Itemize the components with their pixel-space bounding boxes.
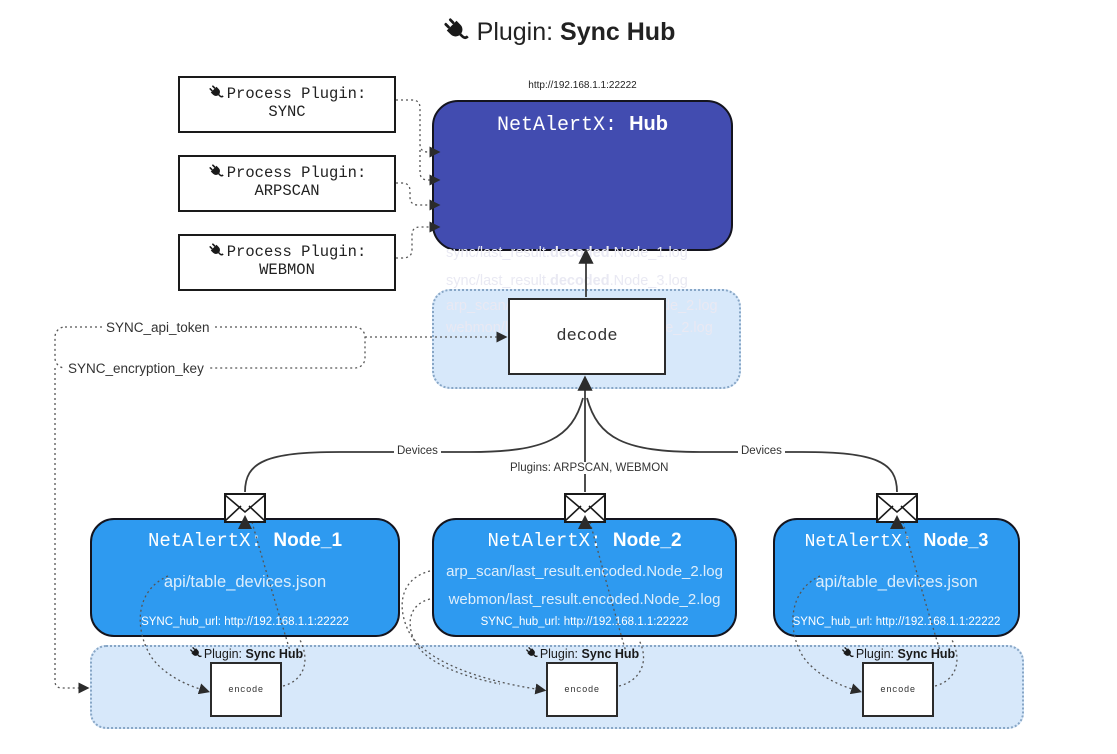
process-plugin-box-sync: Process Plugin: SYNC bbox=[178, 76, 396, 133]
hub-url-label: http://192.168.1.1:22222 bbox=[528, 80, 637, 91]
plug-icon bbox=[442, 16, 471, 45]
plug-icon bbox=[525, 646, 539, 660]
hub-title: NetAlertX: Hub bbox=[434, 113, 731, 137]
title-name: Sync Hub bbox=[560, 18, 676, 46]
decode-label: decode bbox=[556, 327, 618, 346]
node-hub-url: SYNC_hub_url: http://192.168.1.1:22222 bbox=[480, 616, 689, 628]
plug-icon bbox=[208, 242, 225, 259]
encode-plugin-label-2: Plugin: Sync Hub bbox=[507, 646, 657, 661]
node-file-line: arp_scan/last_result.encoded.Node_2.log bbox=[446, 563, 723, 580]
decode-box: decode bbox=[508, 298, 666, 375]
node-file-line: webmon/last_result.encoded.Node_2.log bbox=[448, 591, 721, 608]
encode-plugin-label-1: Plugin: Sync Hub bbox=[171, 646, 321, 661]
hub-log-line: sync/last_result.decoded.Node_3.log bbox=[446, 273, 688, 289]
plug-icon bbox=[189, 646, 203, 660]
hub-name-prefix: NetAlertX: bbox=[497, 114, 618, 137]
hub-box: NetAlertX: Hub sync/last_result.decoded.… bbox=[432, 100, 733, 336]
plug-icon bbox=[208, 84, 225, 101]
sync-api-token-label: SYNC_api_token bbox=[102, 320, 214, 335]
node-hub-url: SYNC_hub_url: http://192.168.1.1:22222 bbox=[792, 616, 1001, 628]
encode-box-3: encode bbox=[862, 662, 934, 717]
node3-box: NetAlertX: Node_3 api/table_devices.json… bbox=[773, 518, 1020, 637]
node-file-line: api/table_devices.json bbox=[815, 573, 978, 591]
page-title: Plugin: Sync Hub bbox=[0, 16, 1117, 47]
devices-edge-label-right: Devices bbox=[738, 445, 785, 457]
plug-icon bbox=[208, 163, 225, 180]
title-prefix: Plugin: bbox=[476, 18, 554, 46]
process-plugin-name: SYNC bbox=[268, 103, 306, 121]
sync-to-hub-line1 bbox=[396, 99, 441, 158]
node-title: NetAlertX: Node_3 bbox=[804, 530, 989, 552]
process-plugin-box-arpscan: Process Plugin: ARPSCAN bbox=[178, 155, 396, 212]
encode-box-2: encode bbox=[546, 662, 618, 717]
node1-box: NetAlertX: Node_1 api/table_devices.json… bbox=[90, 518, 400, 637]
devices-edge-label-left: Devices bbox=[394, 445, 441, 457]
secrets-to-encode-arrow bbox=[54, 368, 90, 694]
plugins-edge-label: Plugins: ARPSCAN, WEBMON bbox=[507, 462, 672, 474]
process-plugin-name: ARPSCAN bbox=[254, 182, 320, 200]
process-plugin-name: WEBMON bbox=[259, 261, 315, 279]
sync-to-hub-line2 bbox=[419, 150, 441, 186]
hub-log-line: sync/last_result.decoded.Node_1.log bbox=[446, 245, 688, 261]
node-title: NetAlertX: Node_1 bbox=[147, 530, 343, 552]
node-title: NetAlertX: Node_2 bbox=[487, 530, 682, 552]
node-hub-url: SYNC_hub_url: http://192.168.1.1:22222 bbox=[141, 616, 349, 628]
process-plugin-box-webmon: Process Plugin: WEBMON bbox=[178, 234, 396, 291]
encode-box-1: encode bbox=[210, 662, 282, 717]
hub-name: Hub bbox=[629, 113, 668, 135]
encode-plugin-label-3: Plugin: Sync Hub bbox=[823, 646, 973, 661]
sync-encryption-key-label: SYNC_encryption_key bbox=[64, 361, 208, 376]
node-file-line: api/table_devices.json bbox=[163, 573, 327, 591]
node2-box: NetAlertX: Node_2 arp_scan/last_result.e… bbox=[432, 518, 737, 637]
plug-icon bbox=[841, 646, 855, 660]
webmon-to-hub-line bbox=[396, 221, 441, 259]
arpscan-to-hub-line bbox=[396, 182, 441, 211]
